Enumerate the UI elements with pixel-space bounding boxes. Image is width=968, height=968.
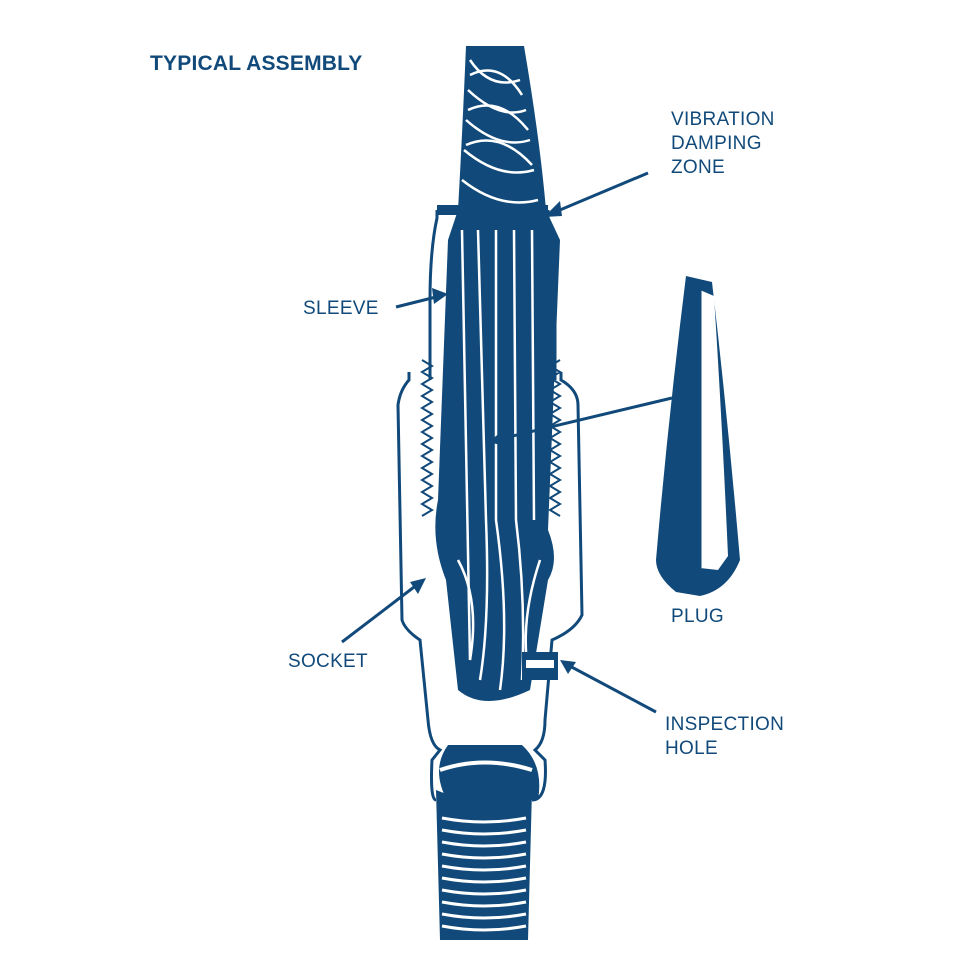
label-socket: SOCKET: [288, 651, 368, 672]
label-line: ZONE: [671, 157, 725, 178]
wire-rope: [435, 46, 560, 701]
leader-lines: [341, 171, 673, 714]
plug: [656, 276, 740, 596]
threaded-stud: [436, 790, 532, 940]
label-line: HOLE: [665, 738, 718, 759]
socket-body: [396, 359, 584, 802]
label-line: DAMPING: [671, 133, 762, 154]
label-line: INSPECTION: [665, 714, 785, 735]
page-title: TYPICAL ASSEMBLY: [150, 52, 363, 75]
inspection-hole: [522, 652, 558, 680]
label-vibration-damping-zone: VIBRATION DAMPING ZONE: [671, 108, 775, 180]
label-line: VIBRATION: [671, 109, 775, 130]
label-plug: PLUG: [671, 606, 724, 627]
label-inspection-hole: INSPECTION HOLE: [665, 713, 784, 761]
cable-socket-drawing: [341, 46, 740, 940]
label-sleeve: SLEEVE: [303, 298, 379, 319]
